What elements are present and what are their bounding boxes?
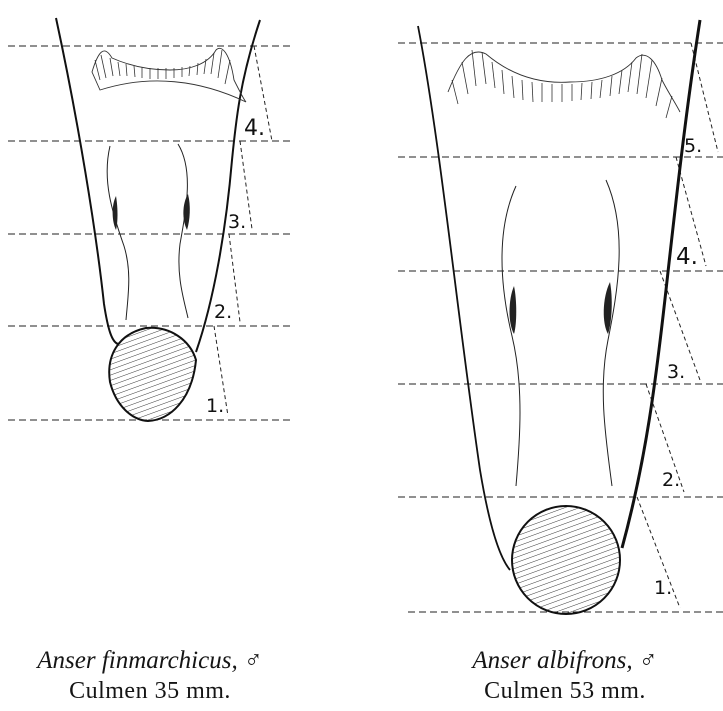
left-segment-label-2: 2. bbox=[214, 301, 232, 323]
right-segment-label-5: 5. bbox=[684, 135, 702, 157]
left-nostril-right bbox=[183, 194, 189, 230]
right-caption: Anser albifrons, ♂ Culmen 53 mm. bbox=[420, 646, 710, 706]
right-segment-label-2: 2. bbox=[662, 469, 680, 491]
left-nostril-groove-right bbox=[178, 144, 188, 318]
left-sex-symbol: ♂ bbox=[244, 647, 263, 674]
right-bill-outline-right bbox=[622, 20, 700, 548]
left-nostril-groove-left bbox=[107, 146, 129, 320]
right-species-name: Anser albifrons bbox=[472, 647, 626, 674]
left-feather-base bbox=[92, 48, 246, 102]
left-measurement: Culmen 35 mm. bbox=[10, 676, 290, 706]
left-nostril-left bbox=[113, 196, 118, 230]
right-nostril-groove-left bbox=[502, 186, 520, 486]
left-caption: Anser finmarchicus, ♂ Culmen 35 mm. bbox=[10, 646, 290, 706]
right-segment-label-1: 1. bbox=[654, 577, 672, 599]
left-bill-figure: 1. 2. 3. 4. bbox=[8, 18, 292, 421]
left-nail bbox=[109, 328, 196, 421]
right-bill-figure: 1. 2. 3. 4. 5. bbox=[398, 20, 723, 614]
right-nostril-left bbox=[510, 286, 517, 334]
left-segment-label-1: 1. bbox=[206, 395, 224, 417]
left-feather-strokes bbox=[95, 50, 230, 84]
right-segment-label-3: 3. bbox=[667, 361, 685, 383]
right-feather-strokes bbox=[452, 50, 672, 118]
right-segment-markers bbox=[637, 43, 718, 608]
right-nostril-groove-right bbox=[603, 180, 619, 486]
left-species-name: Anser finmarchicus bbox=[37, 647, 231, 674]
left-segment-label-3: 3. bbox=[228, 211, 246, 233]
right-segment-label-4: 4. bbox=[676, 244, 698, 270]
left-segment-label-4: 4. bbox=[244, 116, 265, 141]
right-measurement: Culmen 53 mm. bbox=[420, 676, 710, 706]
right-bill-outline-left bbox=[418, 26, 510, 570]
right-sex-symbol: ♂ bbox=[639, 647, 658, 674]
right-nail bbox=[512, 506, 620, 614]
